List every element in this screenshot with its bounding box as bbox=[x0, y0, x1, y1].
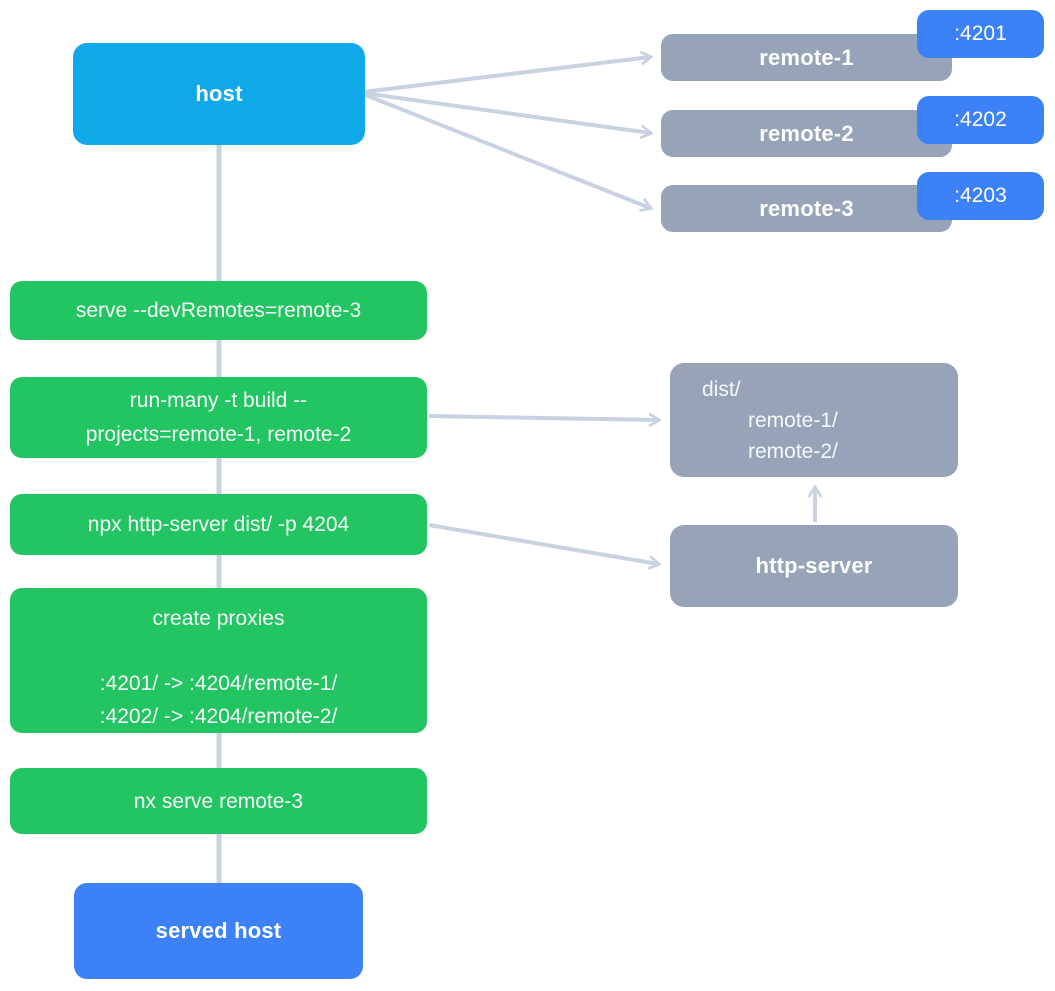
remote-3-node: remote-3 bbox=[661, 185, 952, 232]
dist-root-label: dist/ bbox=[702, 378, 741, 401]
command-npx-http-server: npx http-server dist/ -p 4204 bbox=[10, 494, 427, 555]
remote-2-port: :4202 bbox=[954, 108, 1007, 131]
connector-build-dist bbox=[428, 412, 661, 427]
remote-2-port-badge: :4202 bbox=[917, 96, 1044, 144]
remote-3-label: remote-3 bbox=[759, 195, 854, 221]
command-text: create proxies bbox=[152, 607, 285, 630]
remote-2-node: remote-2 bbox=[661, 110, 952, 157]
http-server-label: http-server bbox=[755, 553, 873, 578]
served-host-label: served host bbox=[155, 918, 282, 943]
remote-3-port-badge: :4203 bbox=[917, 172, 1044, 220]
remote-1-port-badge: :4201 bbox=[917, 10, 1044, 58]
command-nx-serve-remote-3: nx serve remote-3 bbox=[10, 768, 427, 834]
remote-2-label: remote-2 bbox=[759, 120, 854, 146]
host-label: host bbox=[195, 81, 243, 106]
command-text: :4201/ -> :4204/remote-1/ bbox=[99, 672, 338, 695]
command-text: serve --devRemotes=remote-3 bbox=[75, 299, 362, 322]
command-serve-dev-remotes: serve --devRemotes=remote-3 bbox=[10, 281, 427, 340]
remote-3-port: :4203 bbox=[954, 184, 1007, 207]
connector-host-remote-1 bbox=[362, 51, 653, 94]
command-text: nx serve remote-3 bbox=[133, 789, 304, 813]
command-text-spacer bbox=[10, 635, 427, 667]
host-node: host bbox=[73, 43, 365, 145]
command-text: projects=remote-1, remote-2 bbox=[85, 422, 352, 446]
http-server-node: http-server bbox=[670, 525, 958, 607]
command-text: run-many -t build -- bbox=[129, 388, 308, 412]
command-create-proxies: create proxies :4201/ -> :4204/remote-1/… bbox=[10, 588, 427, 733]
remote-1-label: remote-1 bbox=[759, 44, 854, 70]
connector-host-remote-3 bbox=[362, 92, 653, 212]
dist-remote-2-label: remote-2/ bbox=[748, 440, 838, 463]
command-run-many-build: run-many -t build -- projects=remote-1, … bbox=[10, 377, 427, 458]
dist-folder-node: dist/ remote-1/ remote-2/ bbox=[670, 363, 958, 477]
connector-npx-http-server bbox=[428, 523, 661, 570]
dist-remote-1-label: remote-1/ bbox=[748, 409, 838, 432]
served-host-node: served host bbox=[74, 883, 363, 979]
command-text: npx http-server dist/ -p 4204 bbox=[87, 513, 350, 536]
remote-1-node: remote-1 bbox=[661, 34, 952, 81]
command-text: :4202/ -> :4204/remote-2/ bbox=[99, 705, 338, 728]
remote-1-port: :4201 bbox=[954, 22, 1007, 45]
connector-host-remote-2 bbox=[362, 91, 653, 139]
